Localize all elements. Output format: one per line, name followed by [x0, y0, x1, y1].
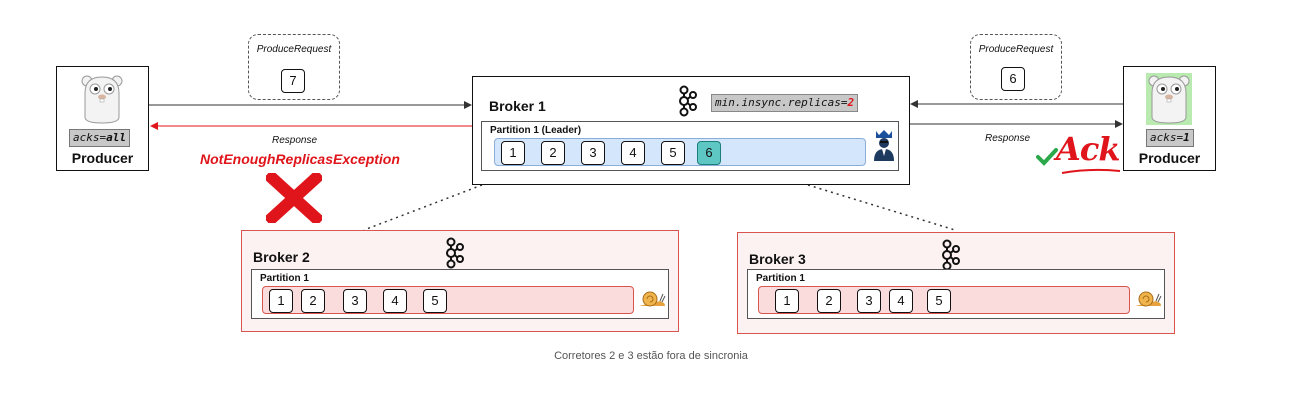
producer-left: acks=all Producer — [56, 66, 149, 171]
message-1: 1 — [501, 141, 525, 165]
error-message: NotEnoughReplicasException — [200, 151, 400, 167]
replication-line-broker3 — [807, 184, 956, 231]
broker-1-title: Broker 1 — [489, 98, 546, 114]
kafka-icon — [942, 239, 960, 271]
broker-1: Broker 1 min.insync.replicas=2 Partition… — [472, 76, 910, 185]
red-x-icon — [266, 173, 322, 223]
broker-3-partition-title: Partition 1 — [756, 273, 805, 284]
produce-request-left-message: 7 — [281, 69, 305, 93]
message-3: 3 — [343, 289, 367, 313]
produce-request-right-message: 6 — [1001, 67, 1025, 91]
broker-1-partition-title: Partition 1 (Leader) — [490, 125, 582, 136]
message-3: 3 — [857, 289, 881, 313]
snail-icon — [1135, 291, 1162, 307]
replication-line-broker2 — [363, 184, 483, 231]
message-4: 4 — [889, 289, 913, 313]
figure-caption: Corretores 2 e 3 estão fora de sincronia — [554, 350, 748, 362]
message-3: 3 — [581, 141, 605, 165]
broker-2-partition-title: Partition 1 — [260, 273, 309, 284]
broker-1-partition: Partition 1 (Leader) 1 2 3 4 5 6 — [481, 121, 899, 171]
message-4: 4 — [621, 141, 645, 165]
kafka-icon — [446, 237, 464, 269]
broker-3-log: 1 2 3 4 5 — [758, 286, 1130, 314]
response-left-label: Response — [272, 135, 318, 146]
leader-icon — [874, 130, 894, 161]
message-4: 4 — [383, 289, 407, 313]
producer-left-label: Producer — [71, 150, 134, 166]
broker-3-title: Broker 3 — [749, 251, 806, 267]
produce-request-right: ProduceRequest 6 — [970, 34, 1062, 100]
message-5: 5 — [423, 289, 447, 313]
produce-request-right-title: ProduceRequest — [978, 44, 1054, 55]
gopher-icon — [1146, 73, 1192, 125]
broker-2-partition: Partition 1 1 2 3 4 5 — [251, 269, 669, 319]
broker-2: Broker 2 Partition 1 1 2 3 4 5 — [241, 230, 679, 332]
producer-right-label: Producer — [1138, 150, 1201, 166]
broker-3-partition: Partition 1 1 2 3 4 5 — [747, 269, 1165, 319]
message-1: 1 — [775, 289, 799, 313]
broker-1-log: 1 2 3 4 5 6 — [494, 138, 866, 166]
acks-config-left: acks=all — [69, 129, 130, 147]
gopher-icon — [81, 75, 123, 124]
response-right-label: Response — [985, 133, 1031, 144]
checkmark-icon — [1036, 148, 1058, 166]
ack-label: Ack — [1056, 130, 1120, 168]
broker-2-log: 1 2 3 4 5 — [262, 286, 634, 314]
min-insync-replicas-config: min.insync.replicas=2 — [711, 94, 859, 112]
message-2: 2 — [541, 141, 565, 165]
message-2: 2 — [301, 289, 325, 313]
acks-config-right: acks=1 — [1146, 129, 1194, 147]
producer-right: acks=1 Producer — [1123, 66, 1216, 171]
produce-request-left: ProduceRequest 7 — [248, 34, 340, 100]
snail-icon — [639, 291, 666, 307]
kafka-icon — [679, 85, 697, 117]
ack-underline — [1061, 168, 1121, 174]
message-1: 1 — [269, 289, 293, 313]
broker-3: Broker 3 Partition 1 1 2 3 4 5 — [737, 232, 1175, 334]
message-5: 5 — [661, 141, 685, 165]
broker-2-title: Broker 2 — [253, 249, 310, 265]
message-5: 5 — [927, 289, 951, 313]
message-2: 2 — [817, 289, 841, 313]
message-6: 6 — [697, 141, 721, 165]
produce-request-left-title: ProduceRequest — [256, 44, 332, 55]
